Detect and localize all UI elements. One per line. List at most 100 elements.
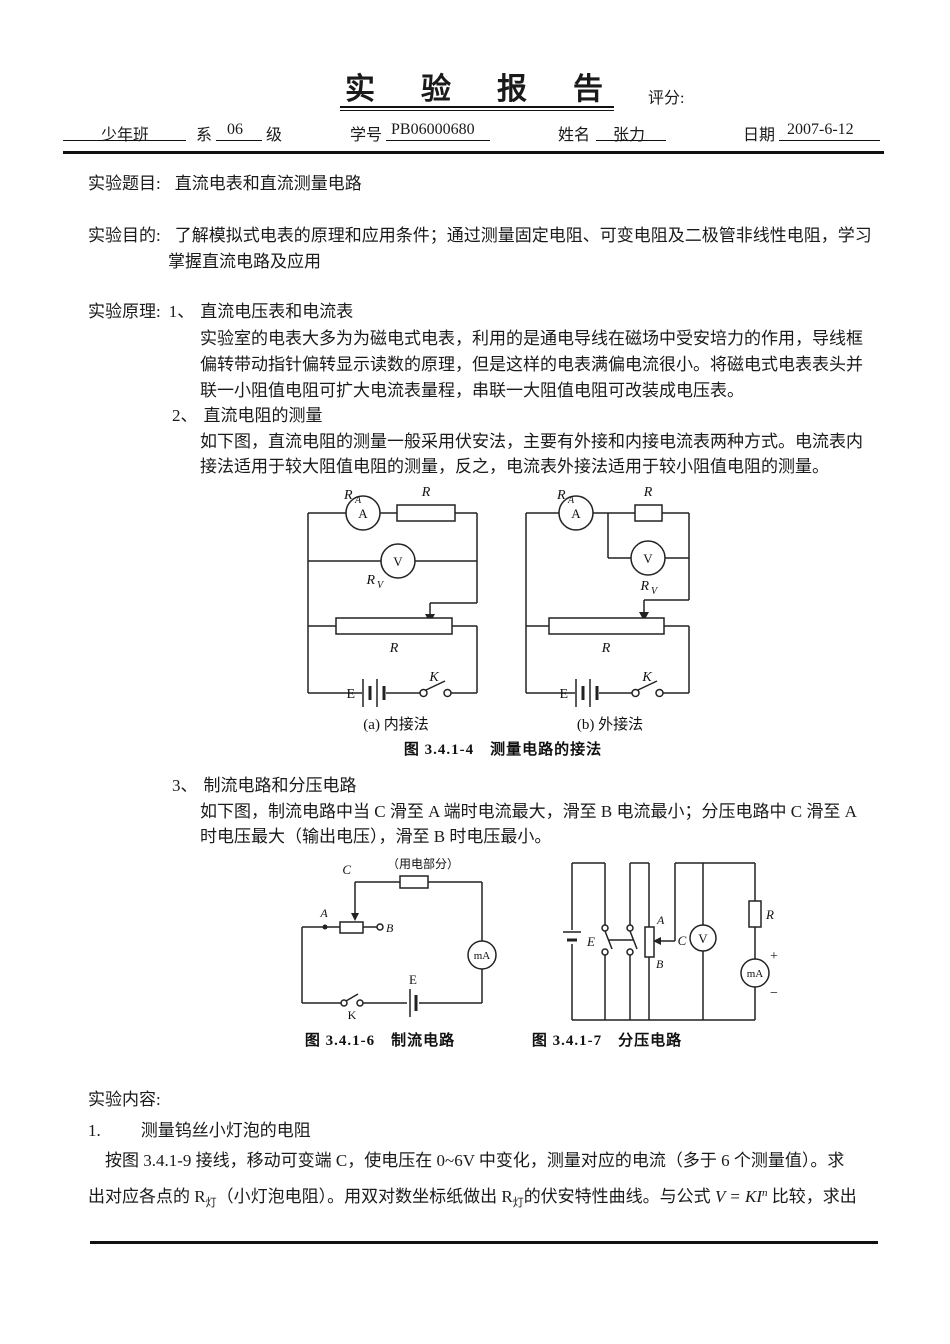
principle-item2-row: 2、直流电阻的测量 [172,406,323,426]
figure-measurement-circuits: R A A R V R V R E K R A A R [307,485,690,758]
battery-long-plates [575,679,591,707]
label-b: B [656,957,664,971]
terminal-a-dot [322,924,328,930]
name-value: 张力 [613,127,646,144]
label-r: R [421,485,431,500]
student-id-value: PB06000680 [391,121,475,138]
line2-part-a: 出对应各点的 R [88,1187,206,1206]
milliammeter-icon [740,958,770,988]
switch-contact [443,688,452,698]
label-c: C [342,862,351,877]
principle-item2-line2: 接法适用于较大阻值电阻的测量，反之，电流表外接法适用于较小阻值电阻的测量。 [200,457,829,476]
label-v: V [698,931,708,946]
label-voltmeter: V [393,554,403,569]
principle-item3-row: 3、制流电路和分压电路 [172,776,357,796]
switch-contact [340,999,348,1007]
topic-row: 实验题目:直流电表和直流测量电路 [88,174,362,194]
wiper-arrow-icon [653,937,661,945]
potentiometer [335,617,453,635]
principle-item1-title: 直流电压表和电流表 [200,302,354,321]
switch-contact [655,688,664,698]
principle-item1-line1: 实验室的电表大多为为磁电式电表，利用的是通电导线在磁场中受安培力的作用，导线框 [200,329,863,348]
figure1-caption: 图 3.4.1-4 测量电路的接法 [404,740,602,758]
principle-item1-num: 1、 [168,302,195,321]
label-load: （用电部分） [387,856,459,871]
label-r: R [643,485,653,500]
principle-item2-line1: 如下图，直流电阻的测量一般采用伏安法，主要有外接和内接电流表两种方式。电流表内 [200,432,863,451]
label-b: B [386,921,394,935]
label-battery: E [346,687,355,702]
label-ammeter: A [358,506,368,521]
date-value: 2007-6-12 [787,121,854,138]
label-c: C [678,933,687,948]
purpose-row: 实验目的:了解模拟式电表的原理和应用条件；通过测量固定电阻、可变电阻及二极管非线… [88,226,872,246]
circuit-a-internal: R A A R V R V R E K [307,485,478,707]
principle-item2-title: 直流电阻的测量 [203,406,323,425]
label-pot-r: R [601,641,611,656]
formula-v-ki: V = KI [714,1187,762,1206]
content-para-line1: 按图 3.4.1-9 接线，移动可变端 C，使电压在 0~6V 中变化，测量对应… [105,1151,845,1170]
ammeter-icon [558,495,594,531]
title-underline-thin [340,110,614,111]
grade-value: 06 [227,121,243,138]
label-a: A [319,906,328,920]
grade-field-underline [216,120,262,141]
label-rv-sub: V [651,586,659,597]
caption-a: (a) 内接法 [363,716,428,733]
student-id-label: 学号 [350,127,383,144]
resistor [748,900,762,928]
principle-item3-line1: 如下图，制流电路中当 C 滑至 A 端时电流最大，滑至 B 电流最小；分压电路中… [200,802,857,821]
label-ra: R [556,488,566,503]
date-underline [779,120,880,141]
principle-item3-line2: 时电压最大（输出电压），滑至 B 时电压最小。 [200,827,552,846]
label-rv: R [365,573,375,588]
principle-item1-line3: 联一小阻值电阻可扩大电流表量程，串联一大阻值电阻可改装成电压表。 [200,381,744,400]
footer-rule [90,1241,878,1244]
switch-contact [631,688,640,698]
switch-lever [345,993,359,1002]
formula-exponent: n [762,1187,768,1199]
label-rv-sub: V [377,580,385,591]
battery-long-plates [362,679,378,707]
wires [525,512,690,694]
label-switch: K [428,670,439,685]
circuit-voltage-divider: E A B C V R + − mA [563,862,778,1021]
switch-blades [604,930,638,950]
principle-item3-title: 制流电路和分压电路 [203,776,357,795]
voltmeter-icon [630,540,666,576]
line2-part-c: 的伏安特性曲线。与公式 [523,1187,715,1206]
content-item1-num: 1. [88,1121,101,1140]
label-a: A [656,913,665,927]
switch-contact [626,924,634,932]
switch-lever [637,680,658,691]
topic-label: 实验题目: [88,174,161,193]
circuit-current-limiting: C （用电部分） A B K E mA [301,856,497,1022]
title-underline-thick [340,106,614,108]
battery-short-plates [368,686,386,700]
resistor [634,504,663,522]
wiper-arrow-icon [351,913,359,921]
figure2-right-caption: 图 3.4.1-7 分压电路 [532,1031,682,1049]
purpose-line2: 掌握直流电路及应用 [168,252,321,271]
label-ra: R [343,488,353,503]
content-label: 实验内容: [88,1090,161,1109]
principle-item2-num: 2、 [172,406,198,425]
caption-b: (b) 外接法 [577,716,643,733]
principle-label: 实验原理: [88,302,161,321]
content-para-line2: 出对应各点的 R灯（小灯泡电阻）。用双对数坐标纸做出 R灯的伏安特性曲线。与公式… [88,1187,857,1210]
label-ma: mA [474,950,491,962]
potentiometer [644,926,655,958]
score-label: 评分: [648,90,685,107]
dept-label: 系 [196,127,213,144]
page-title: 实 验 报 告 [345,73,611,106]
wires [301,881,483,1004]
switch-contact [601,948,609,956]
voltmeter-icon [689,924,717,952]
label-minus: − [770,986,778,1001]
load-resistor [399,875,429,889]
r-lamp-subscript: 灯 [512,1197,524,1209]
label-ra-sub: A [354,495,362,506]
label-k: K [348,1008,357,1022]
wires [571,862,756,1021]
potentiometer [339,921,364,934]
